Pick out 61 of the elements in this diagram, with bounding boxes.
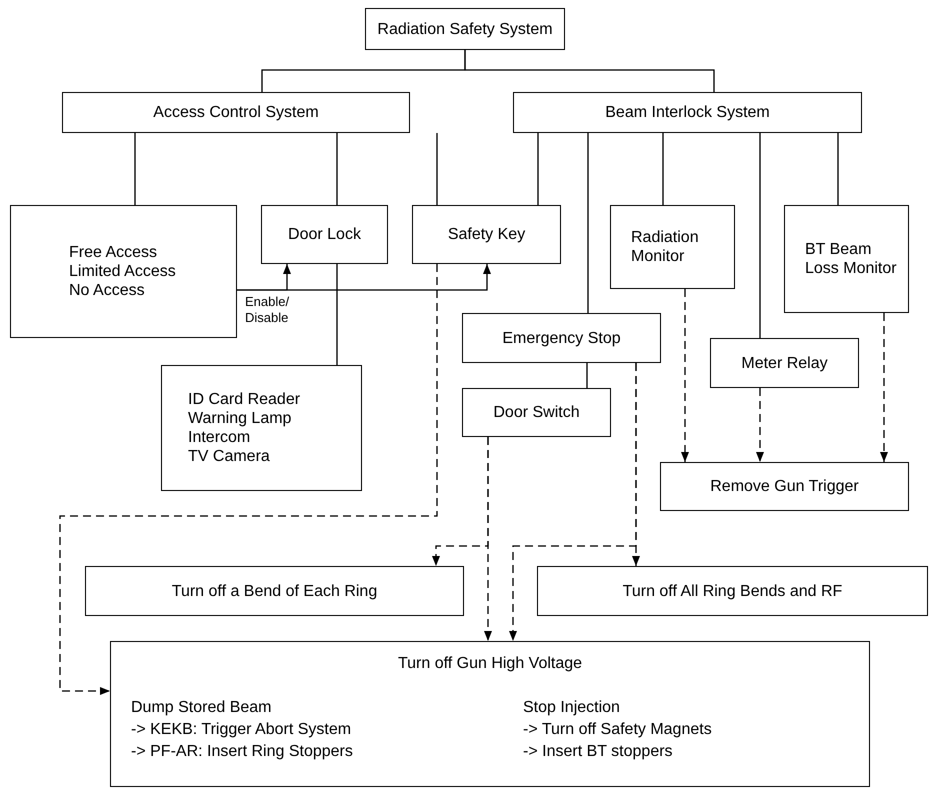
- connector-line: [662, 133, 664, 205]
- list-item: Free Access: [69, 243, 158, 262]
- connector-line: [587, 133, 589, 313]
- process-box: [537, 566, 928, 616]
- process-box: [365, 8, 565, 50]
- process-box: [85, 566, 464, 616]
- list-item: Warning Lamp: [188, 409, 292, 428]
- list-item: -> Turn off Safety Magnets: [523, 720, 712, 739]
- arrow: [59, 264, 438, 695]
- connector-line: [464, 50, 715, 92]
- box-label: Meter Relay: [741, 354, 828, 372]
- connector-line: [586, 363, 588, 388]
- arrow: [880, 313, 888, 462]
- connector-line: [336, 133, 338, 205]
- list-item: No Access: [69, 281, 145, 300]
- arrow: [484, 437, 492, 641]
- box-label: Radiation Safety System: [377, 20, 553, 38]
- connector-line: [837, 133, 839, 205]
- box-label: BT Beam Loss Monitor: [805, 240, 898, 278]
- process-box: [710, 338, 859, 388]
- process-box: [161, 365, 362, 491]
- connector-line: [759, 133, 761, 338]
- connector-line: [537, 133, 539, 205]
- arrow: [681, 289, 689, 462]
- process-box: [462, 388, 611, 437]
- arrow: [509, 363, 637, 641]
- list-item: TV Camera: [188, 447, 270, 466]
- box-label: Radiation Monitor: [631, 228, 700, 266]
- process-box: [660, 462, 909, 511]
- box-label: Door Lock: [288, 225, 361, 244]
- box-label: Turn off Gun High Voltage: [396, 654, 584, 673]
- list-item: Dump Stored Beam: [131, 698, 272, 717]
- box-label: Turn off All Ring Bends and RF: [622, 582, 842, 600]
- list-item: ID Card Reader: [188, 390, 300, 409]
- process-box: [62, 92, 410, 133]
- process-box: [462, 313, 661, 363]
- box-label: Turn off a Bend of Each Ring: [172, 582, 378, 600]
- process-box: [412, 205, 561, 264]
- connector-line: [436, 133, 438, 205]
- arrow: [237, 264, 491, 291]
- arrow: [756, 388, 764, 462]
- process-box: [513, 92, 862, 133]
- process-box: [610, 205, 735, 289]
- list-item: -> Insert BT stoppers: [523, 742, 673, 761]
- box-label: Door Switch: [493, 403, 580, 422]
- list-item: -> PF-AR: Insert Ring Stoppers: [131, 742, 353, 761]
- process-box: [10, 205, 237, 338]
- process-box: [784, 205, 909, 313]
- connector-line: [336, 264, 338, 365]
- connector-line: [134, 133, 136, 205]
- process-box: [261, 205, 388, 264]
- list-item: -> KEKB: Trigger Abort System: [131, 720, 352, 739]
- list-item: Stop Injection: [523, 698, 620, 717]
- box-label: Access Control System: [153, 103, 319, 122]
- list-item: Limited Access: [69, 262, 176, 281]
- list-item: Intercom: [188, 428, 250, 447]
- box-label: Remove Gun Trigger: [710, 477, 859, 496]
- box-label: Safety Key: [448, 225, 526, 244]
- box-label: Beam Interlock System: [605, 103, 770, 122]
- box-label: Emergency Stop: [502, 328, 621, 348]
- process-box: [110, 641, 870, 787]
